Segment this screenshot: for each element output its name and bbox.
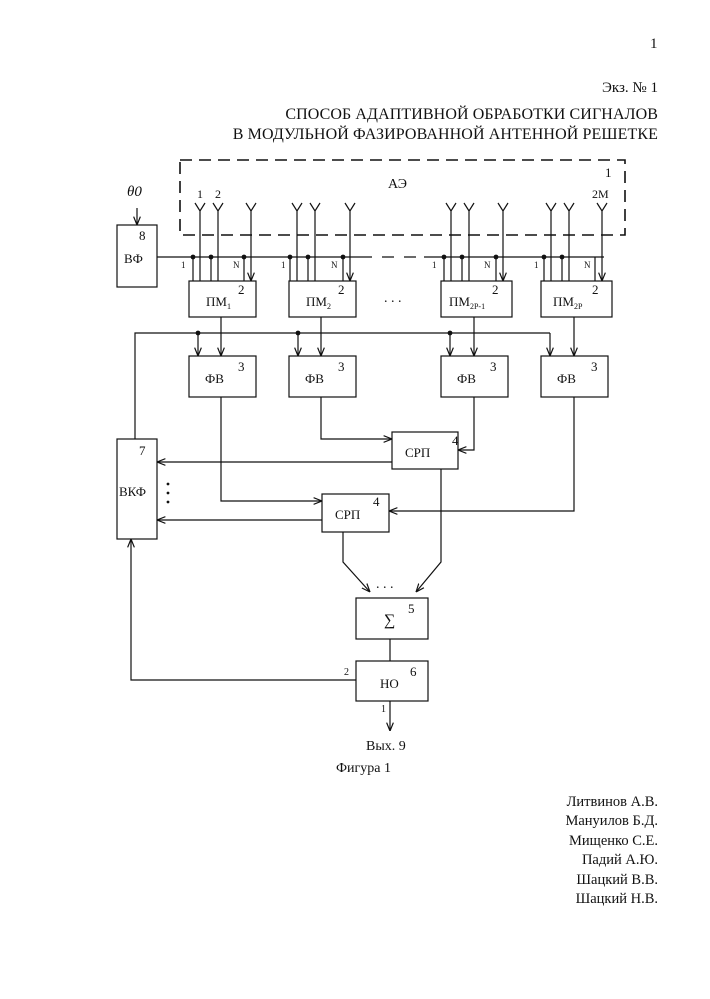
antenna-array-label: АЭ xyxy=(388,177,407,192)
authors-list: Литвинов А.В. Мануилов Б.Д. Мищенко С.Е.… xyxy=(565,793,658,909)
comparator-label-1: СРП xyxy=(405,445,430,460)
phase-shifter-number-3: 3 xyxy=(490,359,497,374)
antenna-elements xyxy=(195,203,607,257)
bus-label-first: 1 xyxy=(432,260,437,270)
author-name: Мищенко С.Е. xyxy=(565,832,658,851)
bus-label-last: N xyxy=(484,260,491,270)
phase-shifter-number-4: 3 xyxy=(591,359,598,374)
weight-calc-label: ВКФ xyxy=(119,484,146,499)
comparator-number-1: 4 xyxy=(452,433,459,448)
converter-label-3: ПМ2Р-1 xyxy=(449,294,485,311)
converter-label-2: ПМ2 xyxy=(306,294,331,311)
normalizer-number: 6 xyxy=(410,664,417,679)
author-name: Шацкий В.В. xyxy=(565,871,658,890)
output-label: Вых. 9 xyxy=(366,739,406,754)
normalizer-label: НО xyxy=(380,676,399,691)
phase-shifter-label-3: ФВ xyxy=(457,371,476,386)
bus-label-last: N xyxy=(584,260,591,270)
antenna-element-second: 2 xyxy=(215,187,221,201)
author-name: Шацкий Н.В. xyxy=(565,890,658,909)
bus-label-last: N xyxy=(233,260,240,270)
phase-shifter-label-2: ФВ xyxy=(305,371,324,386)
bus-label-first: 1 xyxy=(281,260,286,270)
phase-shifter-number-2: 3 xyxy=(338,359,345,374)
antenna-array-number: 1 xyxy=(605,165,612,180)
converter-block-4 xyxy=(541,281,612,317)
author-name: Мануилов Б.Д. xyxy=(565,812,658,831)
beamformer-label: ВФ xyxy=(124,251,143,266)
antenna-element-first: 1 xyxy=(197,187,203,201)
block-diagram: θ0 АЭ 1 1 2 2M ВФ 8 1 N 1 N 1 N 1 N ПМ1 … xyxy=(0,0,710,790)
weight-calc-number: 7 xyxy=(139,443,146,458)
phase-shifter-label-4: ФВ xyxy=(557,371,576,386)
phase-shifter-label-1: ФВ xyxy=(205,371,224,386)
beamformer-number: 8 xyxy=(139,228,146,243)
bus-label-first: 1 xyxy=(181,260,186,270)
phase-shifter-number-1: 3 xyxy=(238,359,245,374)
converter-label-1: ПМ1 xyxy=(206,294,231,311)
antenna-element-last: 2M xyxy=(592,187,609,201)
comparator-number-2: 4 xyxy=(373,494,380,509)
weight-calc-ellipsis xyxy=(167,483,170,504)
converter-number-2: 2 xyxy=(338,282,345,297)
normalizer-input-label: 2 xyxy=(344,667,349,678)
author-name: Литвинов А.В. xyxy=(565,793,658,812)
figure-caption: Фигура 1 xyxy=(336,761,391,776)
antenna-array-frame xyxy=(180,160,625,235)
converter-number-4: 2 xyxy=(592,282,599,297)
author-name: Падий А.Ю. xyxy=(565,851,658,870)
converter-label-4: ПМ2Р xyxy=(553,294,583,311)
bus-label-last: N xyxy=(331,260,338,270)
adder-label: ∑ xyxy=(384,612,395,629)
bus-label-first: 1 xyxy=(534,260,539,270)
comparator-label-2: СРП xyxy=(335,507,360,522)
bus-junctions xyxy=(191,255,565,336)
adder-ellipsis: . . . xyxy=(376,577,394,592)
adder-number: 5 xyxy=(408,601,415,616)
converter-ellipsis: . . . xyxy=(384,291,402,306)
normalizer-output-label: 1 xyxy=(381,704,386,715)
converter-number-3: 2 xyxy=(492,282,499,297)
converter-number-1: 2 xyxy=(238,282,245,297)
input-angle-label: θ0 xyxy=(127,184,142,200)
